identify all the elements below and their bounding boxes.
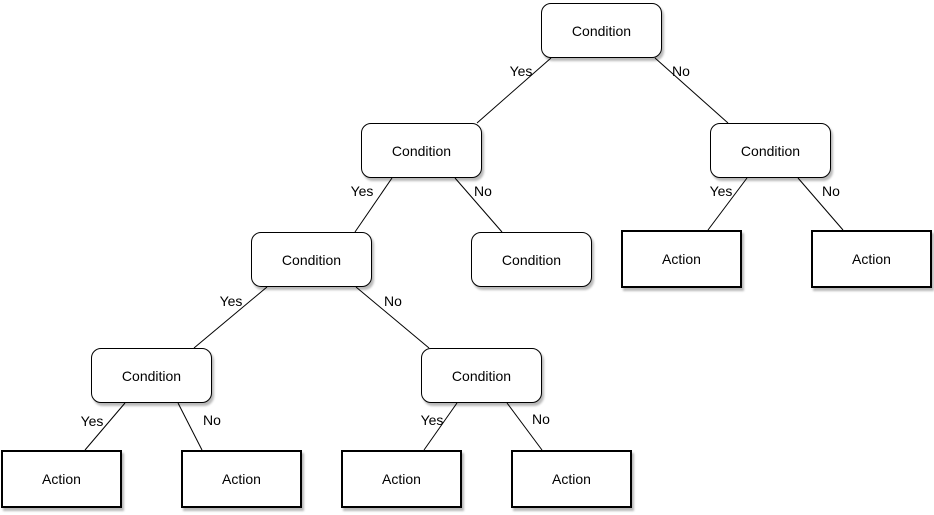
edge-line-c6-a3 <box>84 402 126 451</box>
condition-node-label: Condition <box>281 251 342 268</box>
condition-node-label: Condition <box>391 142 452 159</box>
edge-line-c4-c7 <box>355 286 430 349</box>
edge-label-yes: Yes <box>420 412 444 428</box>
action-node-a3[interactable]: Action <box>1 450 122 508</box>
edge-line-c7-a5 <box>423 402 458 451</box>
action-node-label: Action <box>662 251 701 267</box>
condition-node-label: Condition <box>740 142 801 159</box>
edge-label-yes: Yes <box>219 293 243 309</box>
edge-line-c2-c4 <box>354 177 393 233</box>
edge-line-c1-c3 <box>654 57 729 124</box>
action-node-a1[interactable]: Action <box>621 230 742 288</box>
edge-line-c3-a2 <box>797 177 844 231</box>
edge-label-yes: Yes <box>350 183 374 199</box>
edge-line-c2-c5 <box>454 177 503 233</box>
condition-node-c7[interactable]: Condition <box>421 348 542 403</box>
condition-node-c1[interactable]: Condition <box>541 3 662 58</box>
edge-line-c4-c6 <box>193 286 268 349</box>
condition-node-c2[interactable]: Condition <box>361 123 482 178</box>
condition-node-c4[interactable]: Condition <box>251 232 372 287</box>
condition-node-c6[interactable]: Condition <box>91 348 212 403</box>
edge-label-no: No <box>203 412 221 428</box>
action-node-label: Action <box>382 471 421 487</box>
edge-label-yes: Yes <box>509 63 533 79</box>
action-node-label: Action <box>552 471 591 487</box>
action-node-a4[interactable]: Action <box>181 450 302 508</box>
edge-label-yes: Yes <box>80 413 104 429</box>
condition-node-c5[interactable]: Condition <box>471 232 592 287</box>
action-node-label: Action <box>852 251 891 267</box>
edge-label-no: No <box>822 183 840 199</box>
edge-line-c7-a6 <box>506 402 543 451</box>
action-node-a5[interactable]: Action <box>341 450 462 508</box>
edge-line-c1-c2 <box>476 57 552 124</box>
edge-label-no: No <box>672 63 690 79</box>
condition-node-label: Condition <box>501 251 562 268</box>
condition-node-label: Condition <box>451 367 512 384</box>
action-node-a6[interactable]: Action <box>511 450 632 508</box>
edge-label-no: No <box>384 293 402 309</box>
condition-node-label: Condition <box>571 22 632 39</box>
edge-line-c3-a1 <box>707 177 748 231</box>
edge-line-c6-a4 <box>177 402 203 451</box>
edge-label-no: No <box>474 183 492 199</box>
edge-label-yes: Yes <box>709 183 733 199</box>
action-node-label: Action <box>42 471 81 487</box>
action-node-a2[interactable]: Action <box>811 230 932 288</box>
condition-node-label: Condition <box>121 367 182 384</box>
condition-node-c3[interactable]: Condition <box>710 123 831 178</box>
action-node-label: Action <box>222 471 261 487</box>
edge-label-no: No <box>532 411 550 427</box>
